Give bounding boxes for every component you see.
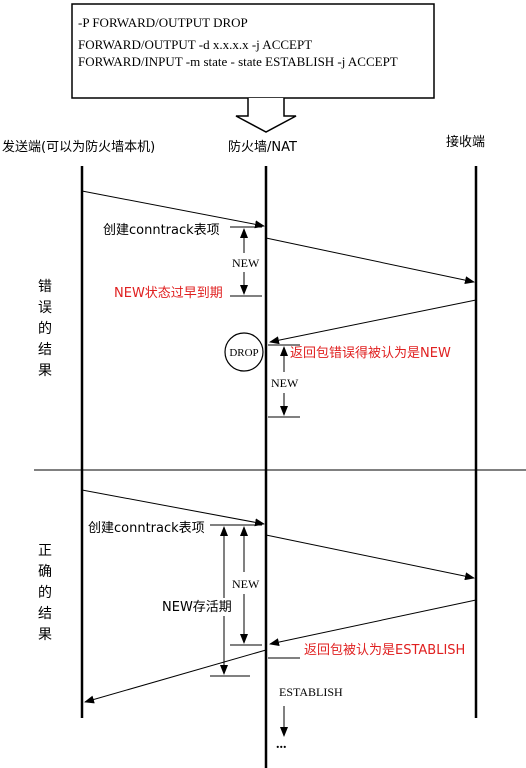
wrong-new-label-1: NEW	[232, 256, 260, 270]
right-lifetime-label: NEW存活期	[162, 600, 232, 615]
firewall-header: 防火墙/NAT	[228, 139, 297, 155]
wrong-side-char-5: 果	[38, 363, 52, 379]
rule-line-3: FORWARD/INPUT -m state - state ESTABLISH…	[78, 54, 398, 69]
wrong-side-char-1: 错	[38, 279, 52, 295]
wrong-side-char-3: 的	[38, 321, 52, 337]
right-msg-fw-to-receiver	[265, 534, 475, 581]
right-side-label: 正 确 的 结 果	[38, 543, 52, 643]
wrong-expire-label: NEW状态过早到期	[114, 286, 223, 301]
rule-line-2: FORWARD/OUTPUT -d x.x.x.x -j ACCEPT	[78, 37, 312, 52]
right-side-char-3: 的	[38, 585, 52, 601]
wrong-msg-sender-to-fw	[81, 190, 265, 229]
right-side-char-5: 果	[38, 627, 52, 643]
right-side-char-1: 正	[38, 543, 52, 559]
right-msg-receiver-to-fw	[269, 599, 477, 647]
wrong-misjudge-label: 返回包错误得被认为是NEW	[290, 345, 451, 361]
drop-circle	[224, 332, 264, 372]
wrong-side-label: 错 误 的 结 果	[38, 279, 52, 379]
wrong-new-label-2: NEW	[271, 376, 299, 390]
receiver-header: 接收端	[446, 134, 485, 150]
right-ellipsis: ...	[276, 737, 287, 752]
rule-line-1: -P FORWARD/OUTPUT DROP	[78, 15, 248, 30]
right-establish-label: ESTABLISH	[279, 685, 343, 699]
drop-label: DROP	[229, 347, 258, 359]
wrong-msg-fw-to-receiver	[265, 237, 475, 285]
rules-apply-arrow	[235, 98, 297, 133]
wrong-side-char-2: 误	[38, 300, 52, 316]
right-create-label: 创建conntrack表项	[88, 521, 205, 536]
sender-header: 发送端(可以为防火墙本机)	[2, 139, 155, 155]
wrong-side-char-4: 结	[38, 342, 52, 358]
right-msg-sender-to-fw	[81, 489, 265, 527]
wrong-msg-receiver-to-fw	[269, 299, 477, 345]
right-side-char-2: 确	[38, 564, 52, 580]
right-side-char-4: 结	[38, 606, 52, 622]
rules-box	[71, 3, 435, 99]
right-new-label: NEW	[232, 577, 260, 591]
wrong-create-label: 创建conntrack表项	[103, 223, 220, 238]
right-establish-note: 返回包被认为是ESTABLISH	[304, 643, 465, 658]
right-msg-fw-to-sender	[84, 649, 267, 704]
